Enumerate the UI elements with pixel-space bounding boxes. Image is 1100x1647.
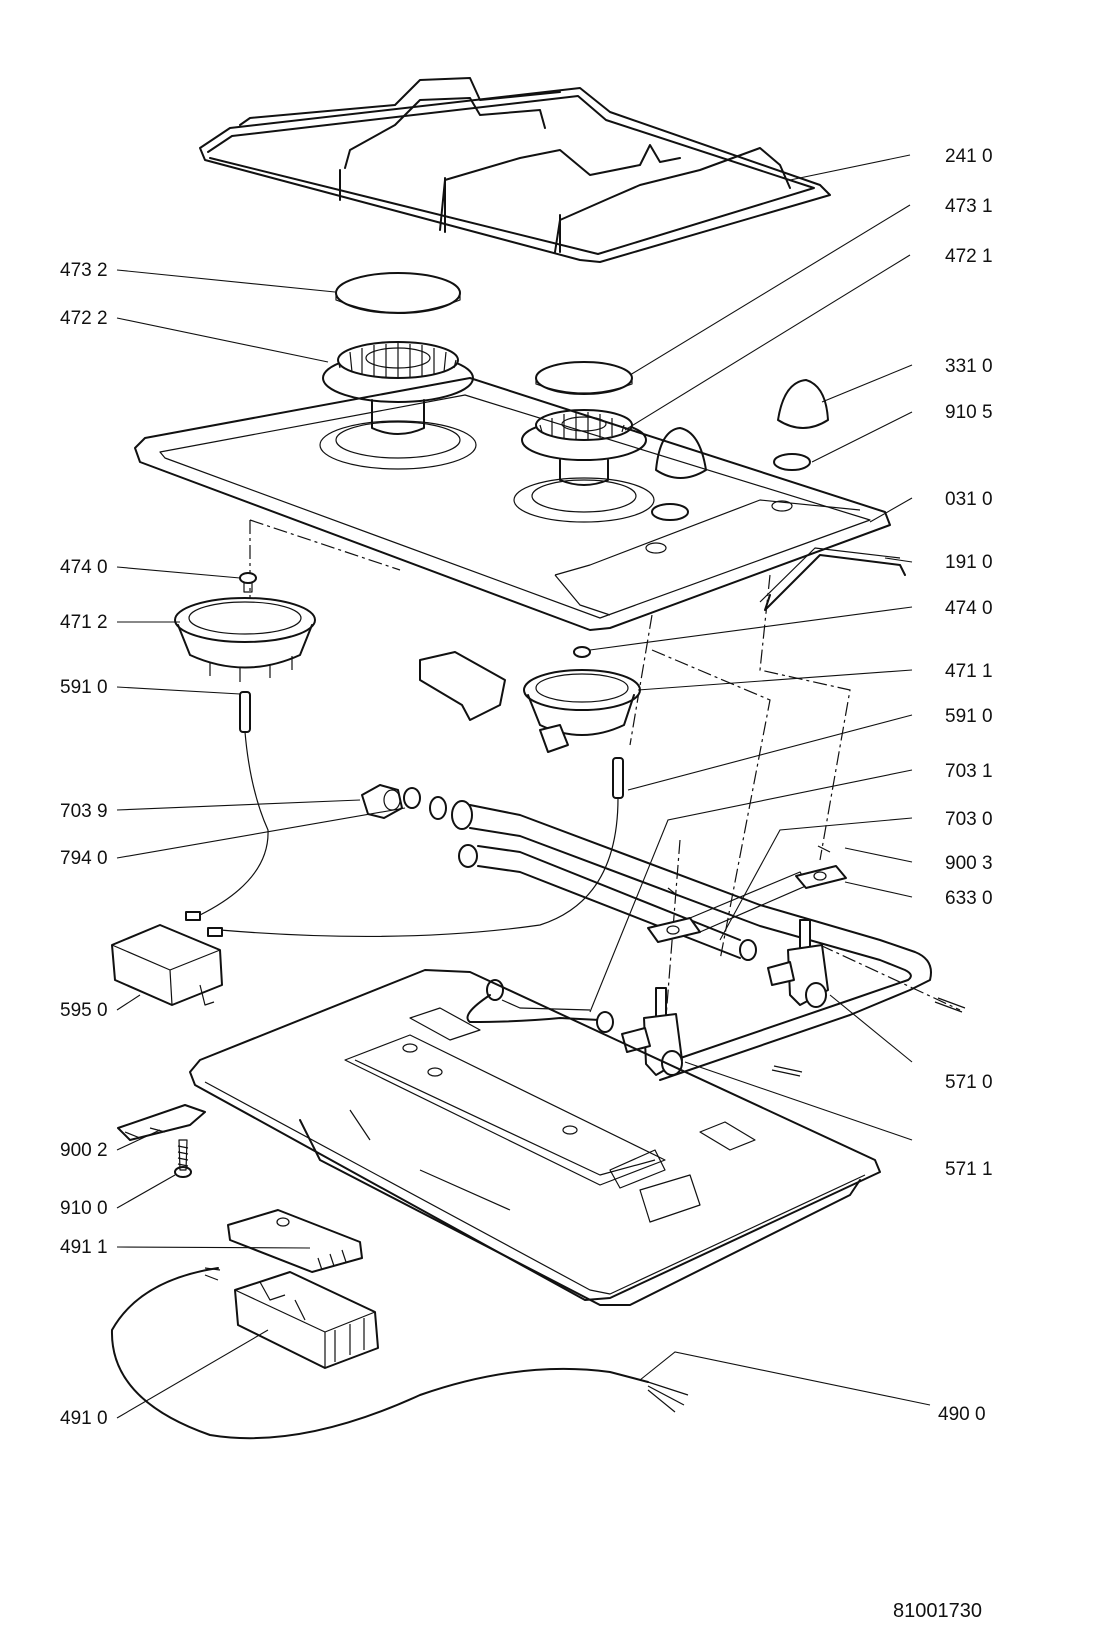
label-910-5: 910 5 <box>945 402 993 423</box>
burner-cap-large <box>335 272 461 314</box>
elbow-fitting <box>361 784 421 819</box>
valve-bracket <box>647 845 847 943</box>
label-474-0-left: 474 0 <box>60 557 108 578</box>
label-473-2: 473 2 <box>60 260 108 281</box>
label-900-3: 900 3 <box>945 853 993 874</box>
label-595-0: 595 0 <box>60 1000 108 1021</box>
label-490-0: 490 0 <box>938 1404 986 1425</box>
label-633-0: 633 0 <box>945 888 993 909</box>
mains-cable <box>110 1267 689 1440</box>
leader-lines <box>116 154 931 1419</box>
label-191-0: 191 0 <box>945 552 993 573</box>
hob-top-panel <box>134 377 891 631</box>
part-labels: 241 0 473 1 472 1 473 2 472 2 331 0 910 … <box>60 146 993 1429</box>
burner-crown-large <box>319 341 477 470</box>
label-473-1: 473 1 <box>945 196 993 217</box>
drawing-number: 81001730 <box>893 1600 982 1622</box>
label-474-0-right: 474 0 <box>945 598 993 619</box>
assembly-centerlines <box>249 519 961 1031</box>
label-331-0: 331 0 <box>945 356 993 377</box>
label-703-1: 703 1 <box>945 761 993 782</box>
self-tapping-screw <box>174 1139 192 1178</box>
valve-screws <box>771 997 966 1077</box>
label-471-1: 471 1 <box>945 661 993 682</box>
burner-cap-small <box>535 361 633 395</box>
thermocouple-left <box>185 691 269 921</box>
pan-support-grid <box>199 77 831 263</box>
hob-seal-gasket <box>759 547 906 611</box>
label-571-0: 571 0 <box>945 1072 993 1093</box>
label-571-1: 571 1 <box>945 1159 993 1180</box>
label-472-2: 472 2 <box>60 308 108 329</box>
gas-pipe-lower <box>466 979 614 1033</box>
thermocouple-right <box>207 757 624 938</box>
label-703-9: 703 9 <box>60 801 108 822</box>
label-900-2: 900 2 <box>60 1140 108 1161</box>
label-491-0: 491 0 <box>60 1408 108 1429</box>
ignition-module <box>111 924 223 1006</box>
bottom-tray <box>189 969 881 1306</box>
label-472-1: 472 1 <box>945 246 993 267</box>
label-241-0: 241 0 <box>945 146 993 167</box>
terminal-block <box>234 1271 379 1369</box>
label-471-2: 471 2 <box>60 612 108 633</box>
label-910-0: 910 0 <box>60 1198 108 1219</box>
label-794-0: 794 0 <box>60 848 108 869</box>
gas-valve-1 <box>621 987 683 1076</box>
label-591-0-left: 591 0 <box>60 677 108 698</box>
terminal-block-cover <box>227 1209 363 1273</box>
spring-clip <box>117 1104 206 1141</box>
burner-crown-small <box>513 409 655 523</box>
label-591-0-right: 591 0 <box>945 706 993 727</box>
gas-valve-0 <box>767 919 829 1008</box>
label-703-0: 703 0 <box>945 809 993 830</box>
gas-pipe-main <box>429 796 932 1081</box>
burner-base-left <box>174 572 316 682</box>
label-031-0: 031 0 <box>945 489 993 510</box>
label-491-1: 491 1 <box>60 1237 108 1258</box>
burner-base-right <box>419 646 641 753</box>
